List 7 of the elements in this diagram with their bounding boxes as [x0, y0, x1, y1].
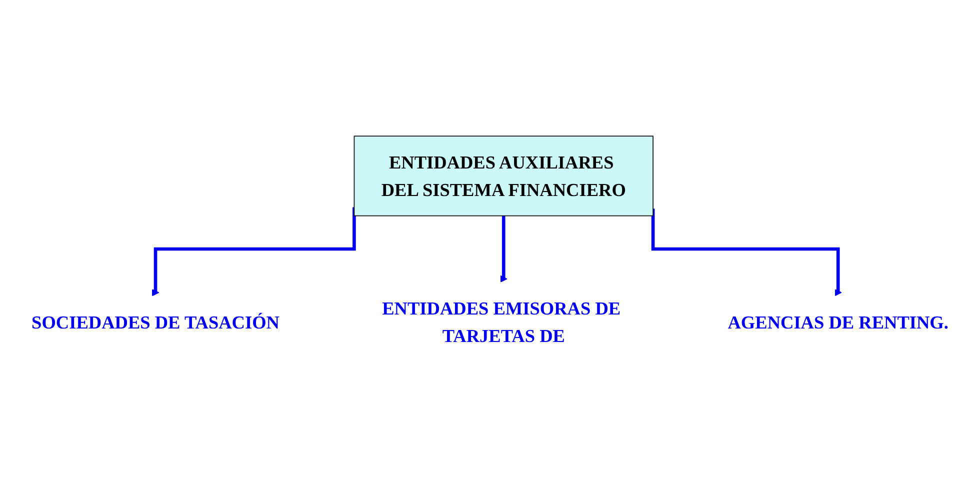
node-text: ENTIDADES EMISORAS DE TARJETAS DE — [382, 298, 621, 346]
node-box: ENTIDADES AUXILIARES DEL SISTEMA FINANCIERO — [354, 136, 654, 216]
node-text: SOCIEDADES DE TASACIÓN — [32, 312, 280, 332]
arrow — [152, 207, 356, 296]
node-text: AGENCIAS DE RENTING. — [728, 312, 948, 332]
arrow — [500, 216, 508, 283]
arrow — [651, 208, 842, 296]
